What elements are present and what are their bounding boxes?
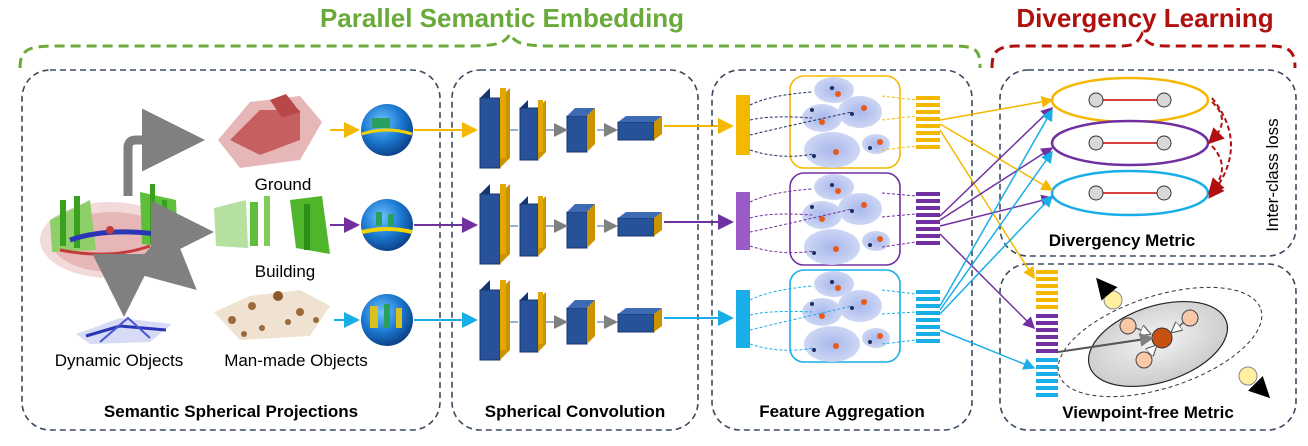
full-point-cloud [40,184,180,278]
push-arrows [1096,277,1271,399]
agg-output-purple [916,192,940,245]
dynamic-label: Dynamic Objects [55,351,183,370]
building-point-cloud [214,196,330,254]
building-label: Building [255,262,316,281]
parallel-semantic-embedding-title: Parallel Semantic Embedding [320,3,684,33]
agg-input-cyan [736,290,750,348]
convolution-panel [451,69,699,431]
ground-point-cloud [218,94,322,168]
divergency-learning-title: Divergency Learning [1016,3,1273,33]
building-sphere [361,199,413,251]
aggregation-panel [711,69,973,431]
viewpoint-metric-panel [999,263,1297,431]
manmade-sphere [361,294,413,346]
ground-label: Ground [255,175,312,194]
inter-class-loss-label: Inter-class loss [1263,118,1282,231]
manmade-label: Man-made Objects [224,351,368,370]
manmade-point-cloud [214,290,330,340]
agg-output-cyan [916,290,940,343]
inter-class-loss-arrows [1207,97,1232,199]
divergency-brace [990,30,1297,69]
projections-title: Semantic Spherical Projections [104,402,358,421]
cnn-stack-yellow [480,88,662,168]
cnn-stack-cyan [480,280,662,360]
parallel-brace [18,31,982,69]
dynamic-point-cloud [76,316,172,344]
agg-input-yellow [736,95,750,155]
agg-output-yellow [916,96,940,149]
metric-ellipse-cyan [1050,169,1210,217]
viewpoint-metric-title: Viewpoint-free Metric [1062,403,1234,422]
metric-ellipse-yellow [1050,76,1210,124]
agg-input-purple [736,192,750,250]
aggregation-title: Feature Aggregation [759,402,925,421]
agg-flow-lines [749,91,917,351]
concatenated-descriptor [1036,270,1058,397]
divergency-metric-title: Divergency Metric [1049,231,1195,250]
convolution-title: Spherical Convolution [485,402,665,421]
arrow-to-manmade [128,224,197,290]
outer-cluster-boundary [1057,286,1263,398]
arrow-to-ground [123,108,205,196]
divergency-metric-panel [999,69,1297,257]
projections-panel [21,69,441,431]
cnn-stack-purple [480,184,662,264]
cross-connections [939,95,1054,370]
ground-sphere [361,104,413,156]
descriptor-to-embedding-arrow [1057,332,1154,353]
metric-ellipse-purple [1050,119,1210,167]
